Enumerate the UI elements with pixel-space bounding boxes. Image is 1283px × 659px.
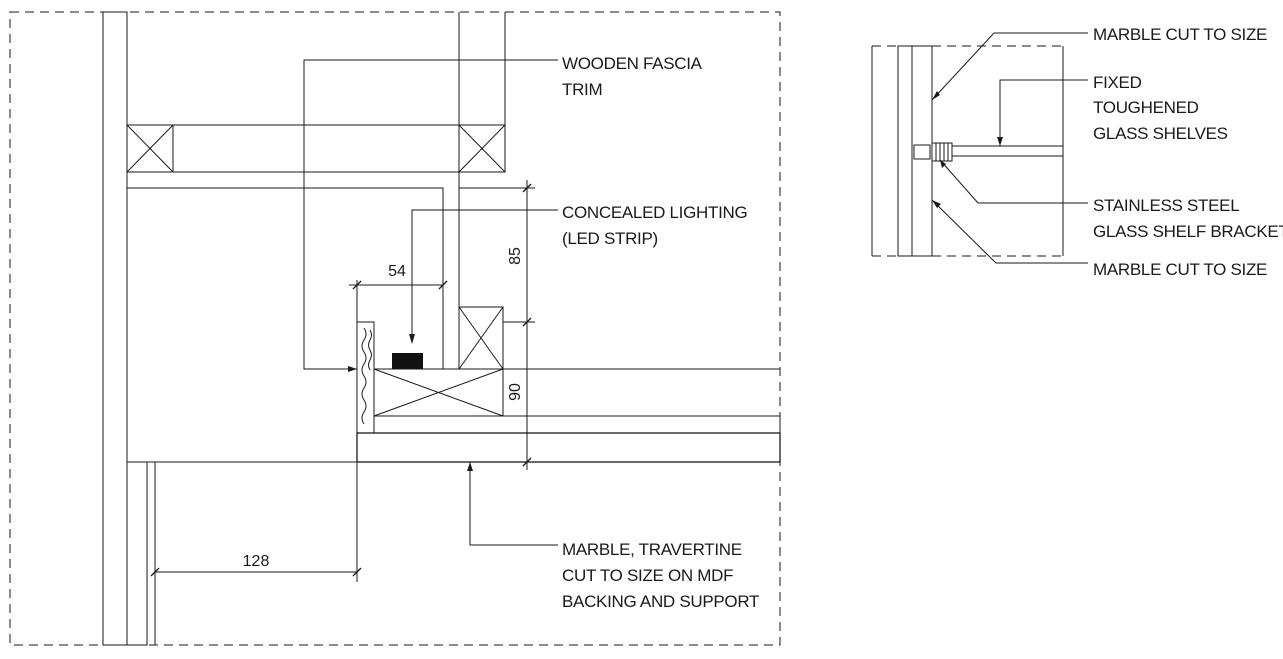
timber-batten-lower bbox=[458, 306, 504, 370]
leader-wooden-fascia bbox=[303, 59, 558, 370]
wooden-fascia bbox=[356, 321, 375, 434]
dim-54: 54 bbox=[388, 263, 406, 280]
dim-85: 85 bbox=[507, 247, 524, 265]
wall-marble-lining bbox=[126, 461, 148, 646]
label-wooden-fascia: WOODEN FASCIA TRIM bbox=[562, 54, 705, 99]
leader-glass-shelves bbox=[999, 79, 1088, 146]
leader-bracket bbox=[939, 159, 1088, 204]
label-bracket: STAINLESS STEEL GLASS SHELF BRACKET bbox=[1093, 196, 1283, 241]
plasterboard-bulkhead bbox=[126, 171, 460, 370]
wall-plaster bbox=[102, 11, 128, 646]
label-marble-top: MARBLE CUT TO SIZE bbox=[1093, 25, 1267, 44]
leader-marble-travertine bbox=[469, 462, 558, 546]
label-marble-bottom: MARBLE CUT TO SIZE bbox=[1093, 260, 1267, 279]
shelf-bracket bbox=[913, 144, 931, 160]
label-glass-shelves: FIXED TOUGHENED GLASS SHELVES bbox=[1093, 73, 1228, 143]
led-strip bbox=[392, 353, 423, 369]
timber-batten-right bbox=[458, 124, 506, 173]
main-detail-frame bbox=[9, 11, 781, 646]
glass-shelf bbox=[951, 145, 1064, 157]
leader-marble-bottom bbox=[931, 199, 1088, 264]
shelf-wall-plaster bbox=[897, 45, 913, 257]
shelf-detail: MARBLE CUT TO SIZE FIXED TOUGHENED GLASS… bbox=[871, 25, 1283, 279]
mdf-backing bbox=[373, 415, 781, 434]
label-concealed-lighting: CONCEALED LIGHTING (LED STRIP) bbox=[562, 203, 752, 248]
leader-marble-top bbox=[931, 32, 1088, 101]
marble-slab bbox=[356, 432, 781, 463]
dim-90: 90 bbox=[507, 383, 524, 401]
timber-batten-left bbox=[126, 124, 174, 173]
timber-support bbox=[373, 368, 504, 417]
main-detail: 128 54 85 90 WOODEN FASCIA TRIM CONCEALE… bbox=[9, 11, 781, 646]
dim-128: 128 bbox=[243, 553, 270, 570]
leader-concealed-lighting bbox=[411, 209, 558, 335]
shelf-wall-marble bbox=[911, 45, 933, 257]
label-marble-travertine: MARBLE, TRAVERTINE CUT TO SIZE ON MDF BA… bbox=[562, 540, 759, 611]
